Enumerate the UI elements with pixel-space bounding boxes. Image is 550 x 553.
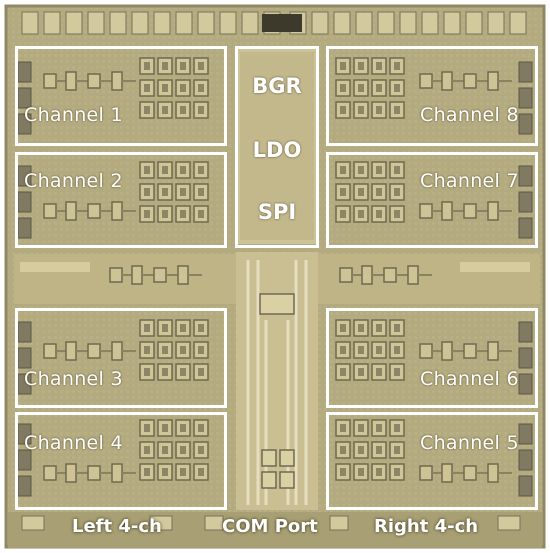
- channel-4-label: Channel 4: [24, 432, 123, 454]
- channel-3-label: Channel 3: [24, 368, 123, 390]
- channel-6-outline: [326, 308, 538, 408]
- spi-label: SPI: [257, 200, 297, 224]
- bgr-label: BGR: [252, 74, 302, 98]
- channel-7-label: Channel 7: [420, 170, 519, 192]
- channel-8-outline: [326, 46, 538, 146]
- channel-5-outline: [326, 412, 538, 510]
- channel-5-label: Channel 5: [420, 432, 519, 454]
- channel-6-label: Channel 6: [420, 368, 519, 390]
- channel-3-outline: [15, 308, 227, 408]
- channel-1-label: Channel 1: [24, 104, 123, 126]
- channel-2-label: Channel 2: [24, 170, 123, 192]
- left-4ch-label: Left 4-ch: [72, 516, 162, 537]
- channel-8-label: Channel 8: [420, 104, 519, 126]
- channel-4-outline: [15, 412, 227, 510]
- channel-2-outline: [15, 152, 227, 248]
- com-port-label: COM Port: [222, 516, 318, 537]
- channel-7-outline: [326, 152, 538, 248]
- center-block-outline: [235, 46, 319, 248]
- channel-1-outline: [15, 46, 227, 146]
- right-4ch-label: Right 4-ch: [374, 516, 479, 537]
- ldo-label: LDO: [252, 138, 302, 162]
